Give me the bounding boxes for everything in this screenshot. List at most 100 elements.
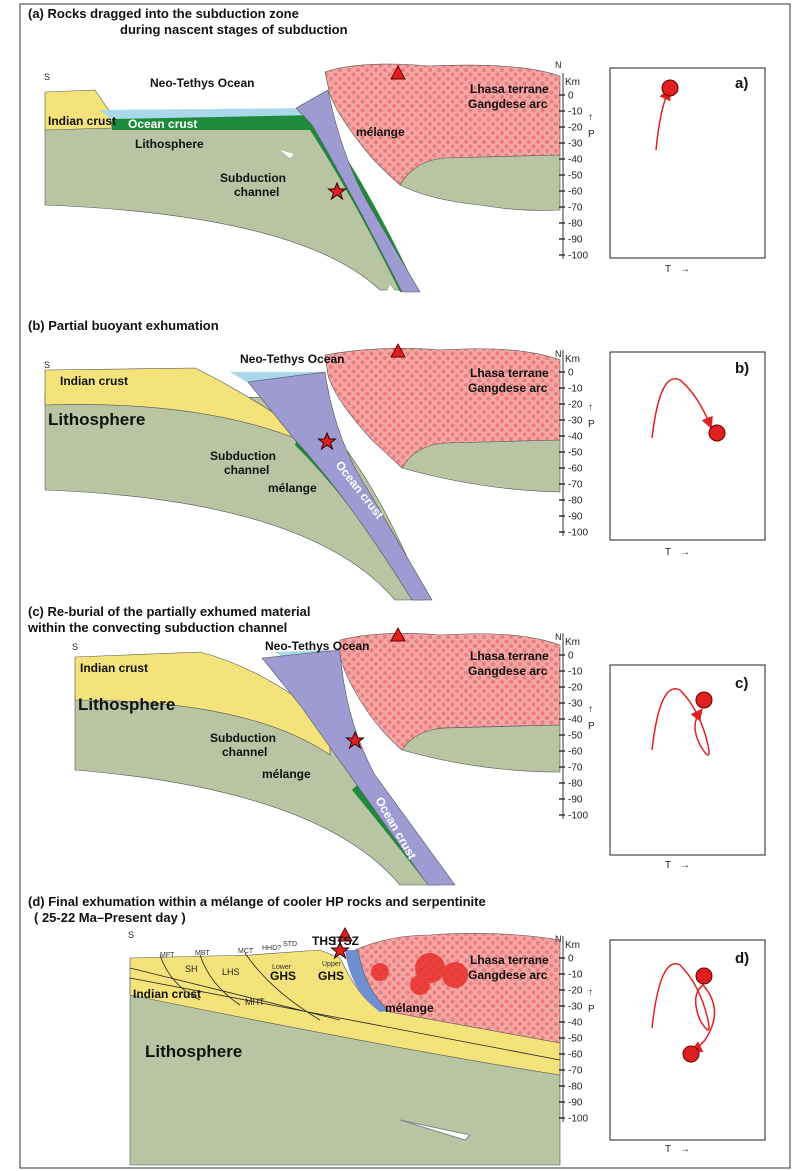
upper-label: Upper [322,961,342,968]
pt-path [651,963,716,1053]
depth-tick-label: 0 [568,368,574,379]
lhasa-label-1: Lhasa terrane [470,953,549,967]
depth-tick-label: 0 [568,954,574,965]
pressure-arrow-icon: ↑ [588,112,593,123]
depth-tick-label: -100 [568,251,588,262]
depth-tick-label: -10 [568,384,583,395]
depth-tick-label: -70 [568,1066,583,1077]
depth-tick-label: -90 [568,512,583,523]
panel-a-title-1: (a) Rocks dragged into the subduction zo… [28,6,299,21]
star-icon [327,181,347,201]
channel-label-2: channel [224,463,269,477]
pressure-arrow-icon: ↑ [588,704,593,715]
pt-path [651,688,710,756]
pressure-arrow-icon: ↑ [588,987,593,998]
depth-tick-label: -70 [568,203,583,214]
depth-tick-label: -100 [568,1114,588,1125]
indian-crust-label: Indian crust [60,374,128,388]
pt-point [695,691,713,709]
mantle-wedge [401,724,561,773]
channel-label-1: Subduction [220,171,286,185]
depth-scale-a: Km0-10-20-30-40-50-60-70-80-90-100 [559,73,588,262]
panel-d-title-1: (d) Final exhumation within a mélange of… [28,894,486,909]
depth-tick-label: 0 [568,651,574,662]
panel-c-title-1: (c) Re-burial of the partially exhumed m… [28,604,310,619]
lithosphere-label: Lithosphere [48,410,145,429]
south-label: S [128,930,134,940]
depth-tick-label: -10 [568,107,583,118]
depth-tick-label: -40 [568,1018,583,1029]
depth-unit-label: Km [565,354,580,365]
depth-tick-label: -40 [568,715,583,726]
depth-tick-label: -20 [568,986,583,997]
depth-tick-label: -20 [568,400,583,411]
lhasa-label-1: Lhasa terrane [470,649,549,663]
std-label: STD [283,941,297,948]
mht-label: MHT [245,997,265,1007]
indian-crust-label: Indian crust [133,987,201,1001]
north-label: N [555,349,562,359]
pt-point [661,79,679,97]
volcano-icon [390,342,406,358]
indian-crust-label: Indian crust [80,661,148,675]
depth-tick-label: -20 [568,683,583,694]
melange-label: mélange [268,481,317,495]
depth-tick-label: -90 [568,795,583,806]
depth-tick-label: -100 [568,528,588,539]
lower-ghs-label: GHS [270,969,296,983]
depth-tick-label: -60 [568,747,583,758]
depth-tick-label: -90 [568,1098,583,1109]
star-icon [345,730,365,750]
indian-crust-label: Indian crust [48,114,116,128]
lhasa-terrane [354,933,561,1044]
depth-tick-label: -90 [568,235,583,246]
panel-a-title-2: during nascent stages of subduction [120,22,348,37]
south-label: S [44,360,50,370]
depth-unit-label: Km [565,637,580,648]
lower-label: Lower [272,964,292,971]
star-icon [317,431,337,451]
pt-inset-c: c) ↑ P T → [588,664,766,871]
lhasa-label-2: Gangdese arc [468,968,548,982]
pt-inset-d: d) ↑ P T → [588,939,766,1155]
south-label: S [44,72,50,82]
depth-tick-label: -80 [568,779,583,790]
ocean-label: Neo-Tethys Ocean [150,76,254,90]
depth-tick-label: -30 [568,139,583,150]
panel-c-title-2: within the convecting subduction channel [27,620,287,635]
indian-crust [129,949,561,1076]
panel-b: (b) Partial buoyant exhumation S Neo-Tet… [28,318,766,601]
depth-tick-label: -50 [568,731,583,742]
inset-label: a) [735,75,748,92]
channel-label-2: channel [222,745,267,759]
depth-tick-label: -40 [568,155,583,166]
pressure-axis-label: P [588,1004,595,1015]
channel-label-1: Subduction [210,731,276,745]
lhs-label: LHS [222,967,240,977]
channel-label-2: channel [234,185,279,199]
mft-label: MFT [160,952,175,959]
melange-wedge [261,649,456,886]
pt-inset-b: b) ↑ P T → [588,351,766,558]
lhasa-label-1: Lhasa terrane [470,82,549,96]
depth-unit-label: Km [565,940,580,951]
melange-label: mélange [356,125,405,139]
depth-tick-label: -60 [568,187,583,198]
depth-tick-label: -20 [568,123,583,134]
sh-label: SH [185,964,198,974]
star-icon [330,940,350,960]
mbt-label: MBT [195,950,211,957]
depth-tick-label: -40 [568,432,583,443]
depth-tick-label: -80 [568,219,583,230]
ocean-crust-label: Ocean crust [128,117,197,131]
depth-tick-label: -30 [568,1002,583,1013]
temperature-axis-label: T [665,860,671,871]
depth-scale-b: Km0-10-20-30-40-50-60-70-80-90-100 [559,350,588,539]
temperature-arrow-icon: → [680,1144,690,1155]
temperature-arrow-icon: → [680,264,690,275]
panel-b-title: (b) Partial buoyant exhumation [28,318,219,333]
pt-point-peak [695,967,713,985]
temperature-arrow-icon: → [680,547,690,558]
depth-tick-label: -50 [568,1034,583,1045]
